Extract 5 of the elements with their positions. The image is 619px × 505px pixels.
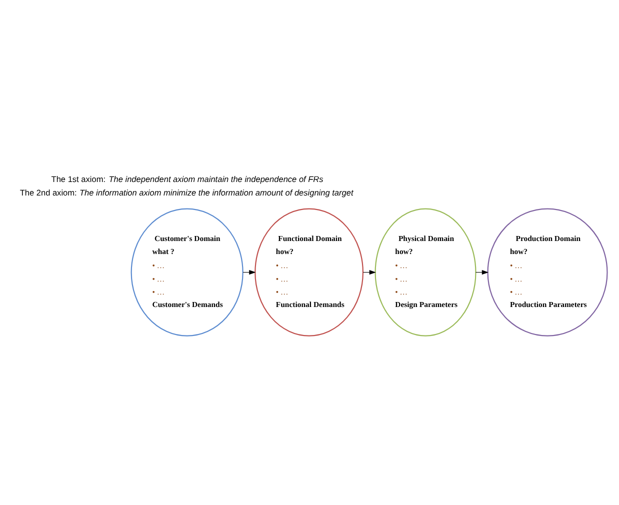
node-ellipse: Functional Domain how? • … • … • … Functional Demands xyxy=(254,208,364,336)
node-ellipse: Customer's Domain what ? • … • … • … Customer's Demands xyxy=(130,208,244,336)
arrow xyxy=(362,270,376,274)
node-circle: Production Domain how? • … • … • … Production Parameters xyxy=(487,208,608,336)
node-ellipse: Physical Domain how? • … • … • … Design Parameters xyxy=(374,208,476,336)
